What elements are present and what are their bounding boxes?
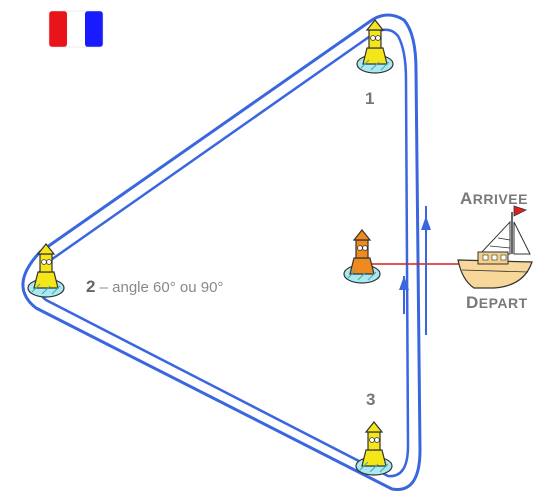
- depart-label: DEPART: [466, 293, 528, 313]
- depart-label-initial: D: [466, 293, 479, 312]
- arrow-up-icon: [399, 276, 409, 314]
- buoy-2-icon: [27, 243, 65, 298]
- flag-stripe-red: [49, 11, 67, 47]
- arrivee-label: ARRIVEE: [460, 189, 528, 209]
- buoy-2-label: 2: [86, 277, 96, 296]
- buoy-1-label: 1: [365, 89, 375, 108]
- committee-boat-icon: [457, 205, 533, 289]
- arrivee-label-initial: A: [460, 189, 473, 208]
- course-line-outer: [21, 13, 422, 492]
- buoy-2-angle-note: 2 – angle 60° ou 90°: [86, 277, 223, 297]
- start-buoy-icon: [343, 229, 381, 284]
- flag-stripe-blue: [85, 11, 103, 47]
- french-flag-icon: [48, 10, 104, 48]
- angle-note-text: – angle 60° ou 90°: [99, 279, 224, 296]
- buoy-3-icon: [355, 421, 393, 476]
- course-line-inner: [35, 28, 410, 478]
- arrivee-label-rest: RRIVEE: [472, 191, 528, 207]
- arrow-up-icon: [421, 206, 431, 335]
- buoy-3-label: 3: [366, 390, 376, 409]
- flag-stripe-white: [67, 11, 85, 47]
- depart-label-rest: EPART: [478, 295, 528, 311]
